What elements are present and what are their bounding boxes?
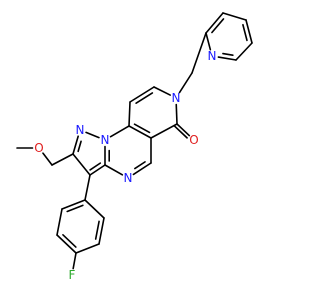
double-bond-main bbox=[245, 19, 253, 44]
single-bond bbox=[109, 125, 130, 138]
single-bond bbox=[191, 32, 207, 74]
bridgehead-nitrogen-label: N bbox=[101, 133, 110, 147]
molecule-diagram: N N N N N O O F bbox=[16, 12, 253, 282]
single-bond bbox=[85, 131, 100, 139]
pyrimidine-nitrogen-label: N bbox=[124, 171, 133, 185]
double-bond-main bbox=[129, 86, 155, 103]
pyrazole-nitrogen-label: N bbox=[76, 123, 85, 137]
double-bond-main bbox=[72, 135, 79, 155]
double-bond-second bbox=[134, 161, 146, 170]
fluorine-label: F bbox=[69, 268, 76, 282]
double-bond-second bbox=[77, 140, 82, 153]
single-bond bbox=[84, 199, 105, 219]
single-bond bbox=[150, 123, 178, 139]
carbonyl-oxygen-label: O bbox=[189, 133, 198, 147]
double-bond-second bbox=[94, 220, 100, 240]
single-bond bbox=[51, 153, 74, 166]
single-bond bbox=[153, 86, 171, 96]
ether-oxygen-label: O bbox=[34, 141, 43, 155]
single-bond bbox=[235, 42, 253, 61]
double-bond-second bbox=[133, 123, 151, 134]
double-bond-main bbox=[176, 123, 191, 137]
double-bond-second bbox=[174, 125, 188, 139]
double-bond-second bbox=[62, 234, 77, 248]
single-bond bbox=[205, 32, 212, 51]
double-bond-main bbox=[98, 217, 105, 245]
single-bond bbox=[222, 12, 247, 21]
double-bond-main bbox=[61, 199, 86, 210]
double-bond-main bbox=[89, 164, 106, 176]
double-bond-main bbox=[56, 234, 77, 254]
single-bond bbox=[84, 174, 91, 201]
single-bond bbox=[175, 103, 178, 125]
double-bond-second bbox=[242, 23, 248, 42]
single-bond bbox=[75, 243, 100, 254]
single-bond bbox=[56, 208, 63, 236]
double-bond-main bbox=[132, 162, 152, 176]
single-bond bbox=[104, 164, 124, 176]
single-bond bbox=[128, 101, 131, 127]
single-bond bbox=[72, 153, 91, 176]
single-bond bbox=[42, 152, 53, 166]
double-bond-second bbox=[66, 204, 84, 213]
pyridone-nitrogen-label: N bbox=[172, 91, 181, 105]
single-bond bbox=[178, 72, 193, 94]
double-bond-main bbox=[217, 56, 237, 61]
double-bond-second bbox=[89, 162, 102, 171]
pyridine-nitrogen-label: N bbox=[208, 49, 217, 63]
structure-drawing: N N N N N O O F bbox=[16, 12, 253, 282]
double-bond-second bbox=[211, 18, 225, 34]
double-bond-second bbox=[135, 92, 154, 104]
single-bond bbox=[72, 252, 77, 270]
double-bond-main bbox=[128, 125, 152, 139]
double-bond-main bbox=[205, 12, 224, 34]
double-bond-second bbox=[222, 52, 234, 57]
